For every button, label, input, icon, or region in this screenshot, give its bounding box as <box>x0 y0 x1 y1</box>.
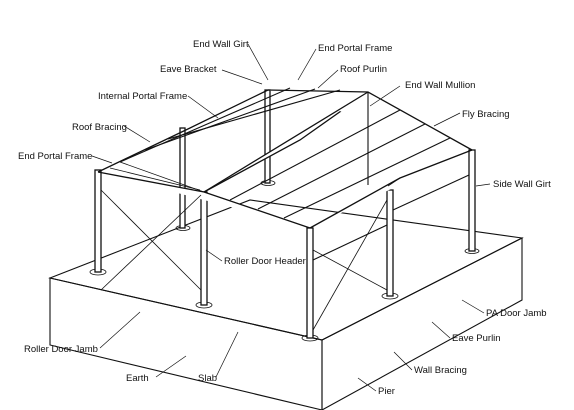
leader-line <box>433 112 461 127</box>
column <box>468 149 476 252</box>
label-fly-bracing: Fly Bracing <box>462 109 510 120</box>
label-slab: Slab <box>198 373 217 384</box>
roof-purlin <box>144 88 316 151</box>
leader-line <box>155 355 187 378</box>
wall-bracing <box>100 194 202 291</box>
leader-line <box>357 377 377 392</box>
leader-lines <box>91 43 491 392</box>
earth-front-right <box>321 237 523 410</box>
label-eave-purlin: Eave Purlin <box>452 333 501 344</box>
leader-line <box>205 249 223 262</box>
roof-purlin <box>283 137 451 219</box>
wall-bracing <box>312 249 388 291</box>
fly-bracing <box>387 177 401 187</box>
label-internal-portal-frame: Internal Portal Frame <box>98 91 187 102</box>
column <box>94 169 102 273</box>
label-roof-bracing: Roof Bracing <box>72 122 127 133</box>
column <box>264 89 271 184</box>
wall-bracing <box>100 189 202 291</box>
label-earth: Earth <box>126 373 149 384</box>
column <box>306 227 314 339</box>
leader-line <box>247 43 269 81</box>
leader-line <box>461 299 485 314</box>
leader-line <box>317 69 339 89</box>
label-end-portal-frame-left: End Portal Frame <box>18 151 92 162</box>
leader-line <box>187 95 219 119</box>
label-pa-door-jamb: PA Door Jamb <box>486 308 547 319</box>
label-side-wall-girt: Side Wall Girt <box>493 179 551 190</box>
earth-front-left <box>49 277 323 410</box>
labels: End Wall Girt End Portal Frame Eave Brac… <box>18 39 551 397</box>
leader-line <box>475 183 491 187</box>
roof-purlin <box>119 87 291 163</box>
end-portal-frame-left <box>97 89 269 173</box>
leader-line <box>221 69 263 85</box>
roof-bracing <box>119 161 205 193</box>
roof-purlin <box>229 109 401 201</box>
side-wall-girt <box>312 224 388 261</box>
leader-line <box>431 321 451 339</box>
roof-purlin <box>257 123 426 210</box>
label-wall-bracing: Wall Bracing <box>414 365 467 376</box>
leader-line <box>393 351 413 371</box>
leader-line <box>297 48 317 81</box>
label-roller-door-jamb: Roller Door Jamb <box>24 344 98 355</box>
roof-purlin <box>167 89 341 140</box>
ridge-line <box>203 91 369 193</box>
column <box>386 189 394 297</box>
label-end-wall-mullion: End Wall Mullion <box>405 80 475 91</box>
leader-line <box>369 85 401 107</box>
column <box>179 127 186 229</box>
label-roof-purlin: Roof Purlin <box>340 64 387 75</box>
earth-block <box>48 199 524 410</box>
label-pier: Pier <box>378 386 395 397</box>
leader-line <box>215 331 239 378</box>
leader-line <box>99 311 141 349</box>
roof-purlins <box>119 87 451 219</box>
roof-bracing <box>109 167 201 191</box>
bracing <box>100 92 470 331</box>
label-eave-bracket: Eave Bracket <box>160 64 217 75</box>
label-end-wall-girt: End Wall Girt <box>193 39 249 50</box>
label-end-portal-frame-top: End Portal Frame <box>318 43 392 54</box>
portal-frames <box>97 89 473 229</box>
label-roller-door-header: Roller Door Header <box>224 256 306 267</box>
leader-line <box>91 155 113 164</box>
wall-bracing <box>312 199 388 331</box>
side-wall-girt <box>392 174 470 211</box>
leader-line <box>123 125 151 143</box>
column <box>200 191 208 306</box>
